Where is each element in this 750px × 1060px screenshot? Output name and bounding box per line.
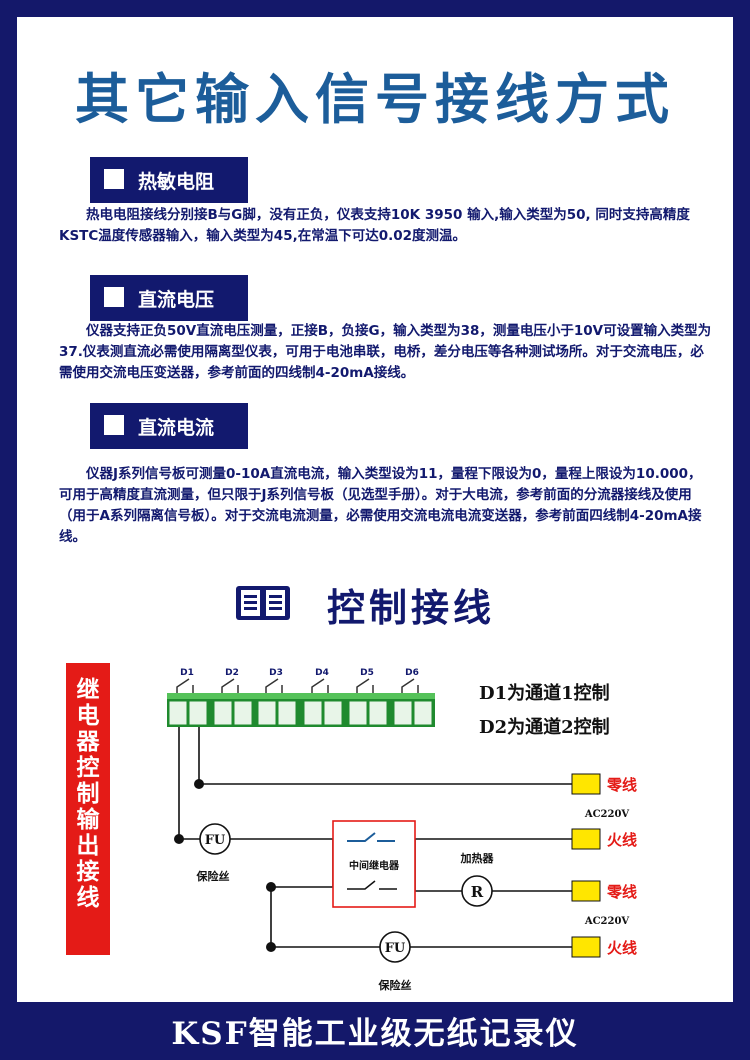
dc-voltage-text: 仪器支持正负50V直流电压测量，正接B，负接G，输入类型为38，测量电压小于10… [59, 323, 712, 381]
control-title: 控制接线 [327, 586, 496, 630]
ac-label-2: AC220V [584, 916, 630, 927]
heater-resistor: R [461, 875, 493, 907]
square-icon [104, 169, 124, 189]
channel1-note: D1为通道1控制 [479, 682, 610, 704]
output-terminal-live-2: 火线 [571, 936, 637, 958]
fuse-1-label: 保险丝 [196, 869, 230, 883]
output-terminal-neutral-1: 零线 [571, 773, 637, 795]
svg-text:火线: 火线 [607, 939, 637, 957]
fuse-2-label: 保险丝 [378, 978, 412, 992]
terminal-block [167, 693, 435, 727]
dc-current-text: 仪器J系列信号板可测量0-10A直流电流，输入类型设为11，量程下限设为0，量程… [59, 466, 702, 545]
ac-label-1: AC220V [584, 809, 630, 820]
svg-text:FU: FU [205, 833, 226, 848]
channel-label-d2: D2 [225, 668, 239, 678]
channel-labels: D1 D2 D3 D4 D5 D6 [180, 668, 419, 678]
square-icon [104, 287, 124, 307]
junction-dots [174, 779, 276, 952]
channel2-note: D2为通道2控制 [479, 716, 610, 738]
heater-label: 加热器 [460, 851, 495, 865]
output-terminal-live-1: 火线 [571, 828, 637, 850]
channel-label-d5: D5 [360, 668, 374, 678]
section-header-dc-voltage: 直流电压 [90, 275, 248, 321]
intermediate-relay: 中间继电器 [332, 820, 416, 908]
thermistor-text: 热电电阻接线分别接B与G脚，没有正负，仪表支持10K 3950 输入,输入类型为… [59, 207, 690, 244]
relay-wiring-diagram: D1 D2 D3 D4 D5 D6 [167, 668, 637, 992]
svg-text:R: R [471, 883, 484, 901]
book-icon [236, 586, 290, 620]
svg-text:火线: 火线 [607, 831, 637, 849]
relay-contacts [176, 678, 419, 695]
svg-text:零线: 零线 [606, 883, 637, 901]
footer-brand: KSF智能工业级无纸记录仪 [171, 1016, 579, 1052]
section-header-dc-current: 直流电流 [90, 403, 248, 449]
fuse-2: FU [379, 931, 411, 963]
channel-label-d1: D1 [180, 668, 194, 678]
relay-label: 中间继电器 [349, 859, 400, 872]
relay-output-banner: 继电器控制输出接线 [66, 663, 110, 955]
svg-text:FU: FU [385, 941, 406, 956]
svg-text:零线: 零线 [606, 776, 637, 794]
page-title: 其它输入信号接线方式 [75, 68, 675, 131]
content-panel: 其它输入信号接线方式 热敏电阻 热电电阻接线分别接B与G脚，没有正负，仪表支持1… [17, 17, 733, 1002]
square-icon [104, 415, 124, 435]
output-terminal-neutral-2: 零线 [571, 880, 637, 902]
channel-label-d4: D4 [315, 668, 329, 678]
fuse-1: FU [199, 823, 231, 855]
channel-label-d3: D3 [269, 668, 283, 678]
channel-label-d6: D6 [405, 668, 419, 678]
section-header-thermistor: 热敏电阻 [90, 157, 248, 203]
